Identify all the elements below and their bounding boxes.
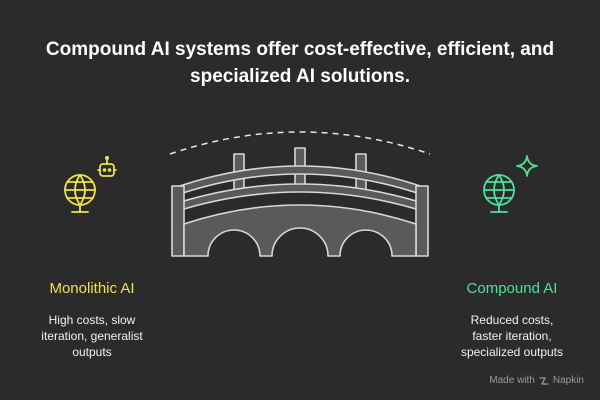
napkin-logo-icon xyxy=(539,376,549,385)
page-title: Compound AI systems offer cost-effective… xyxy=(20,36,580,90)
description-line: outputs xyxy=(72,345,112,359)
title-line-2: specialized AI solutions. xyxy=(190,66,410,87)
made-with-napkin-footer: Made with Napkin xyxy=(489,375,584,386)
description-line: faster iteration, xyxy=(472,329,552,343)
globe-sparkle-icon xyxy=(483,155,538,213)
description-line: High costs, slow xyxy=(48,313,136,327)
description-line: Reduced costs, xyxy=(470,313,554,327)
globe-robot-icon xyxy=(64,155,117,213)
compound-ai-heading: Compound AI xyxy=(466,280,558,297)
bridge-icon xyxy=(171,147,429,257)
description-line: iteration, generalist xyxy=(41,329,143,343)
description-line: specialized outputs xyxy=(460,345,564,359)
title-line-1: Compound AI systems offer cost-effective… xyxy=(45,39,555,60)
dashed-arc xyxy=(169,131,431,155)
napkin-brand: Napkin xyxy=(552,375,584,386)
monolithic-ai-description: High costs, slow iteration, generalist o… xyxy=(17,312,167,360)
made-with-label: Made with xyxy=(489,375,535,386)
compound-ai-description: Reduced costs, faster iteration, special… xyxy=(437,312,587,360)
monolithic-ai-heading: Monolithic AI xyxy=(49,280,135,297)
